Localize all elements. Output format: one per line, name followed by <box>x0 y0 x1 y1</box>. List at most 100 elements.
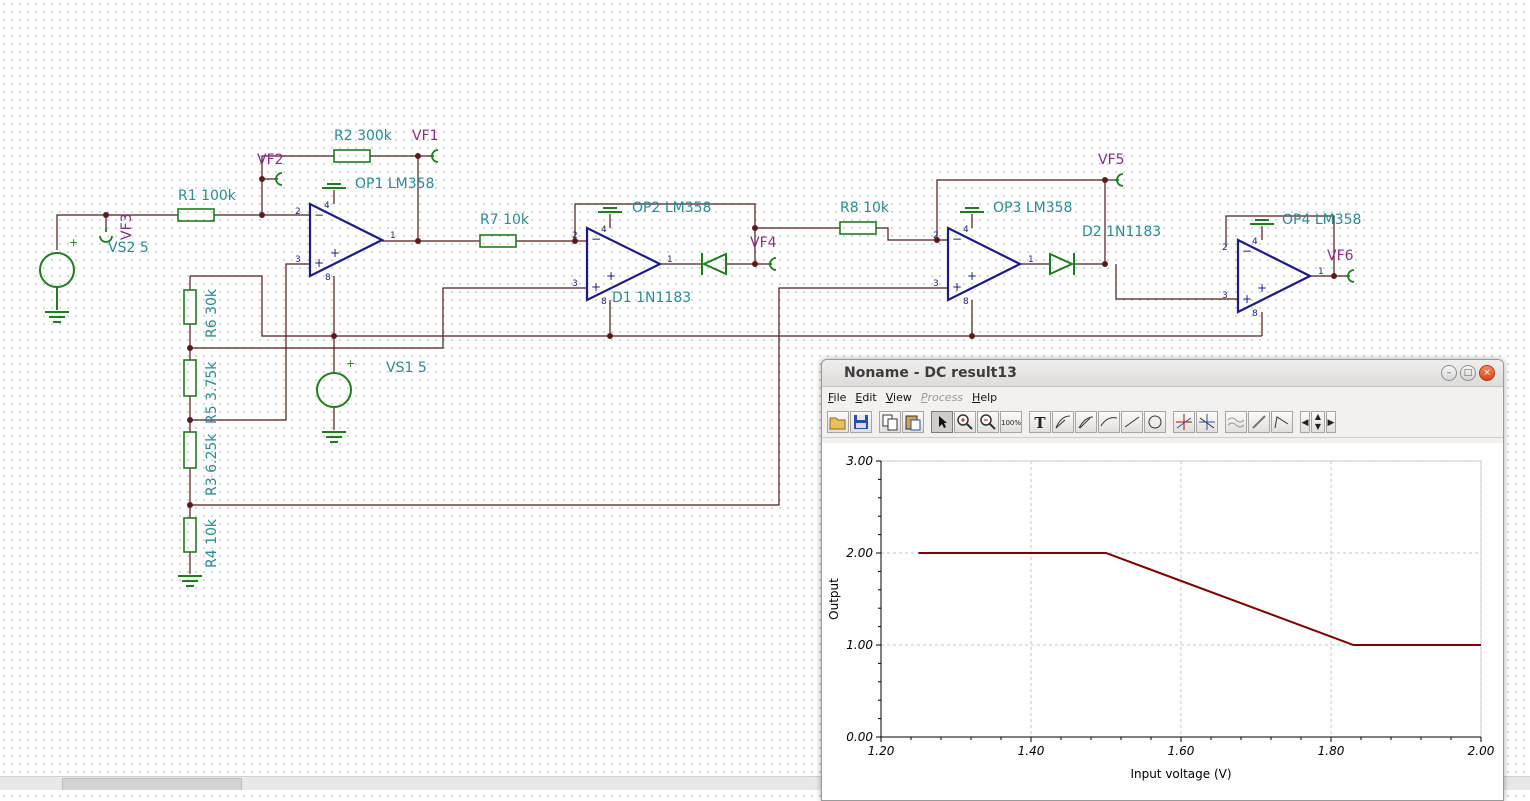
pin-label: 2 <box>572 231 578 241</box>
pin-label: 1 <box>667 255 673 265</box>
wires <box>56 155 1346 574</box>
x-tick-label: 1.20 <box>868 744 895 758</box>
cursor-probe-icon[interactable] <box>1052 411 1074 433</box>
open-folder-icon[interactable] <box>827 411 849 433</box>
diode-d2[interactable] <box>1049 252 1075 276</box>
junction-nodes <box>103 153 1337 508</box>
line-tool-icon[interactable] <box>1121 411 1143 433</box>
arrow-right-icon[interactable]: ▶ <box>1326 411 1336 433</box>
opamp-plus-sign: + <box>952 280 962 294</box>
voltage-source-vs2[interactable] <box>39 252 75 323</box>
window-title: Noname - DC result13 <box>844 365 1017 381</box>
maximize-button[interactable]: □ <box>1460 365 1476 381</box>
circle-tool-icon[interactable] <box>1144 411 1166 433</box>
window-titlebar[interactable]: Noname - DC result13 – □ × <box>822 360 1503 387</box>
probe-vf6-icon[interactable] <box>1346 269 1355 283</box>
label-vf5: VF5 <box>1098 152 1125 168</box>
y-tick-label: 0.00 <box>846 730 873 744</box>
label-r6: R6 30k <box>204 288 220 338</box>
resistor-r8[interactable] <box>839 221 877 235</box>
label-d2: D2 1N1183 <box>1082 224 1161 240</box>
copy-icon[interactable] <box>879 411 901 433</box>
resistor-r5[interactable] <box>183 359 197 397</box>
voltage-source-vs1[interactable] <box>316 372 352 443</box>
arrow-left-icon[interactable]: ◀ <box>1300 411 1310 433</box>
opamp-plus-sign: + <box>591 280 601 294</box>
label-r2: R2 300k <box>334 128 393 144</box>
curve-tool-icon[interactable] <box>1098 411 1120 433</box>
probe-vf5-icon[interactable] <box>1115 173 1124 187</box>
probes <box>99 149 1355 283</box>
text-tool-icon[interactable]: T <box>1029 411 1051 433</box>
resistor-r3[interactable] <box>183 431 197 469</box>
pin-label: 4 <box>324 201 330 211</box>
waveform-icon[interactable] <box>1225 411 1247 433</box>
probe-vf3-icon[interactable] <box>99 228 113 243</box>
x-tick-label: 1.80 <box>1318 744 1345 758</box>
op-amp-op3[interactable] <box>946 226 1023 302</box>
toolbar: 100% T <box>822 407 1503 438</box>
diode-d1[interactable] <box>701 252 727 276</box>
resistors <box>177 149 877 553</box>
pin-label: 8 <box>601 297 607 307</box>
zoom-in-icon[interactable] <box>954 411 976 433</box>
pin-label: 2 <box>295 207 301 217</box>
resistor-r1[interactable] <box>177 208 215 222</box>
label-vf1: VF1 <box>412 128 439 144</box>
opamp-plus-sign: + <box>314 256 324 270</box>
cursor-b-icon[interactable] <box>1196 411 1218 433</box>
cursor-probe-2-icon[interactable] <box>1075 411 1097 433</box>
resistor-r4[interactable] <box>183 517 197 553</box>
menu-edit[interactable]: Edit <box>855 390 877 404</box>
op-amp-op1[interactable] <box>308 202 385 278</box>
opamp-plus-sign: + <box>606 269 616 283</box>
ground-icon <box>178 575 202 587</box>
pin-label: 2 <box>933 231 939 241</box>
label-vs2: VS2 5 <box>108 240 149 256</box>
zoom-100-icon[interactable]: 100% <box>1000 411 1022 433</box>
menu-view[interactable]: View <box>885 390 912 404</box>
resistor-r2[interactable] <box>333 149 371 163</box>
arrow-updown-icon[interactable]: ▲▼ <box>1311 411 1325 433</box>
pin-label: 3 <box>1222 291 1228 301</box>
op-amp-op4[interactable] <box>1236 238 1313 314</box>
menu-bar: File Edit View Process Help <box>822 387 1503 407</box>
label-r7: R7 10k <box>480 212 530 228</box>
pin-label: 8 <box>325 273 331 283</box>
pen-tool-icon[interactable] <box>1248 411 1270 433</box>
source-plus-sign: + <box>69 236 78 249</box>
label-r3: R3 6.25k <box>204 433 220 496</box>
y-tick-label: 3.00 <box>846 454 873 468</box>
probe-vf2-icon[interactable] <box>274 172 283 186</box>
dc-result-window[interactable]: Noname - DC result13 – □ × File Edit Vie… <box>821 359 1504 801</box>
label-r4: R4 10k <box>204 518 220 568</box>
bottom-tab[interactable] <box>62 778 242 790</box>
zoom-out-icon[interactable] <box>977 411 999 433</box>
paste-icon[interactable] <box>902 411 924 433</box>
op-amp-op2[interactable] <box>585 226 663 302</box>
menu-file[interactable]: File <box>828 390 847 404</box>
pin-label: 8 <box>1252 309 1258 319</box>
pointer-arrow-icon[interactable] <box>931 411 953 433</box>
probe-vf4-icon[interactable] <box>768 257 777 271</box>
resistor-r6[interactable] <box>183 289 197 325</box>
save-disk-icon[interactable] <box>850 411 872 433</box>
opamp-plus-sign: + <box>1242 292 1252 306</box>
resistor-r7[interactable] <box>479 234 517 248</box>
close-button[interactable]: × <box>1479 365 1495 381</box>
pin-label: 4 <box>963 225 969 235</box>
menu-help[interactable]: Help <box>972 390 998 404</box>
pin-label: 3 <box>933 279 939 289</box>
menu-process: Process <box>920 390 964 404</box>
probe-vf1-icon[interactable] <box>430 149 439 163</box>
label-vs1: VS1 5 <box>386 360 427 376</box>
y-tick-label: 1.00 <box>846 638 873 652</box>
opamp-minus-sign: − <box>952 232 962 246</box>
cursor-a-icon[interactable] <box>1173 411 1195 433</box>
opamp-plus-sign: + <box>330 246 340 260</box>
minimize-button[interactable]: – <box>1441 365 1457 381</box>
step-tool-icon[interactable] <box>1271 411 1293 433</box>
